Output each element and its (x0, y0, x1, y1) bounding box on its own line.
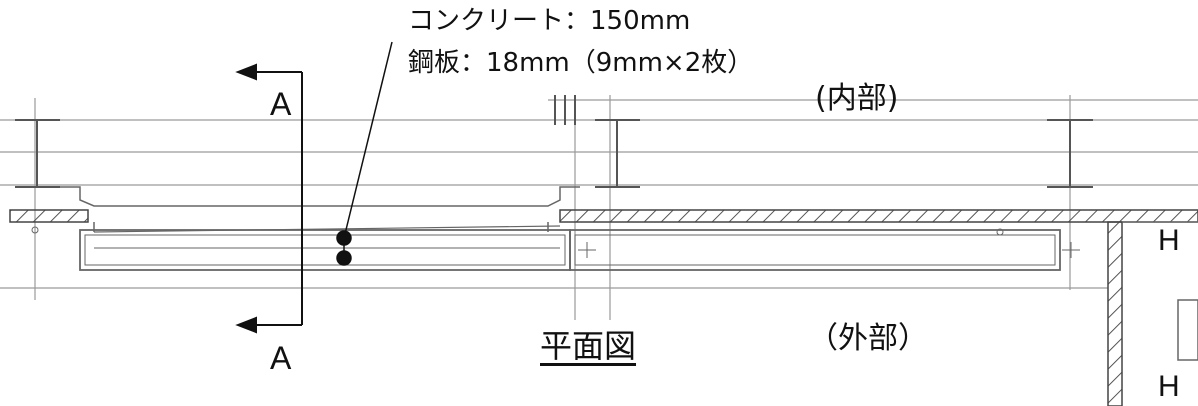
section-mark-a-top: A (270, 86, 292, 122)
wall-hatch-right (559, 209, 1198, 223)
label-inside: (内部) (815, 81, 899, 116)
wall-hatch-left (9, 209, 89, 223)
leader-line (336, 41, 393, 266)
drawing-title: 平面図 (540, 327, 637, 365)
steel-column-left (15, 119, 60, 188)
column-mark-2: H (1158, 370, 1180, 403)
panel-assembly (31, 186, 1080, 271)
annotation-steel-plate: 鋼板：18mm（9mm×2枚） (408, 48, 754, 78)
annotation-concrete: コンクリート：150mm (408, 6, 691, 36)
wall-hatch-vertical (1107, 221, 1123, 406)
column-mark-1: H (1158, 224, 1180, 257)
steel-column-right (1047, 119, 1093, 188)
section-line-a (235, 63, 303, 334)
label-outside: （外部） (808, 321, 928, 356)
steel-column-mid (554, 95, 640, 188)
grid-lines (0, 95, 1198, 320)
section-mark-a-bottom: A (270, 340, 292, 376)
